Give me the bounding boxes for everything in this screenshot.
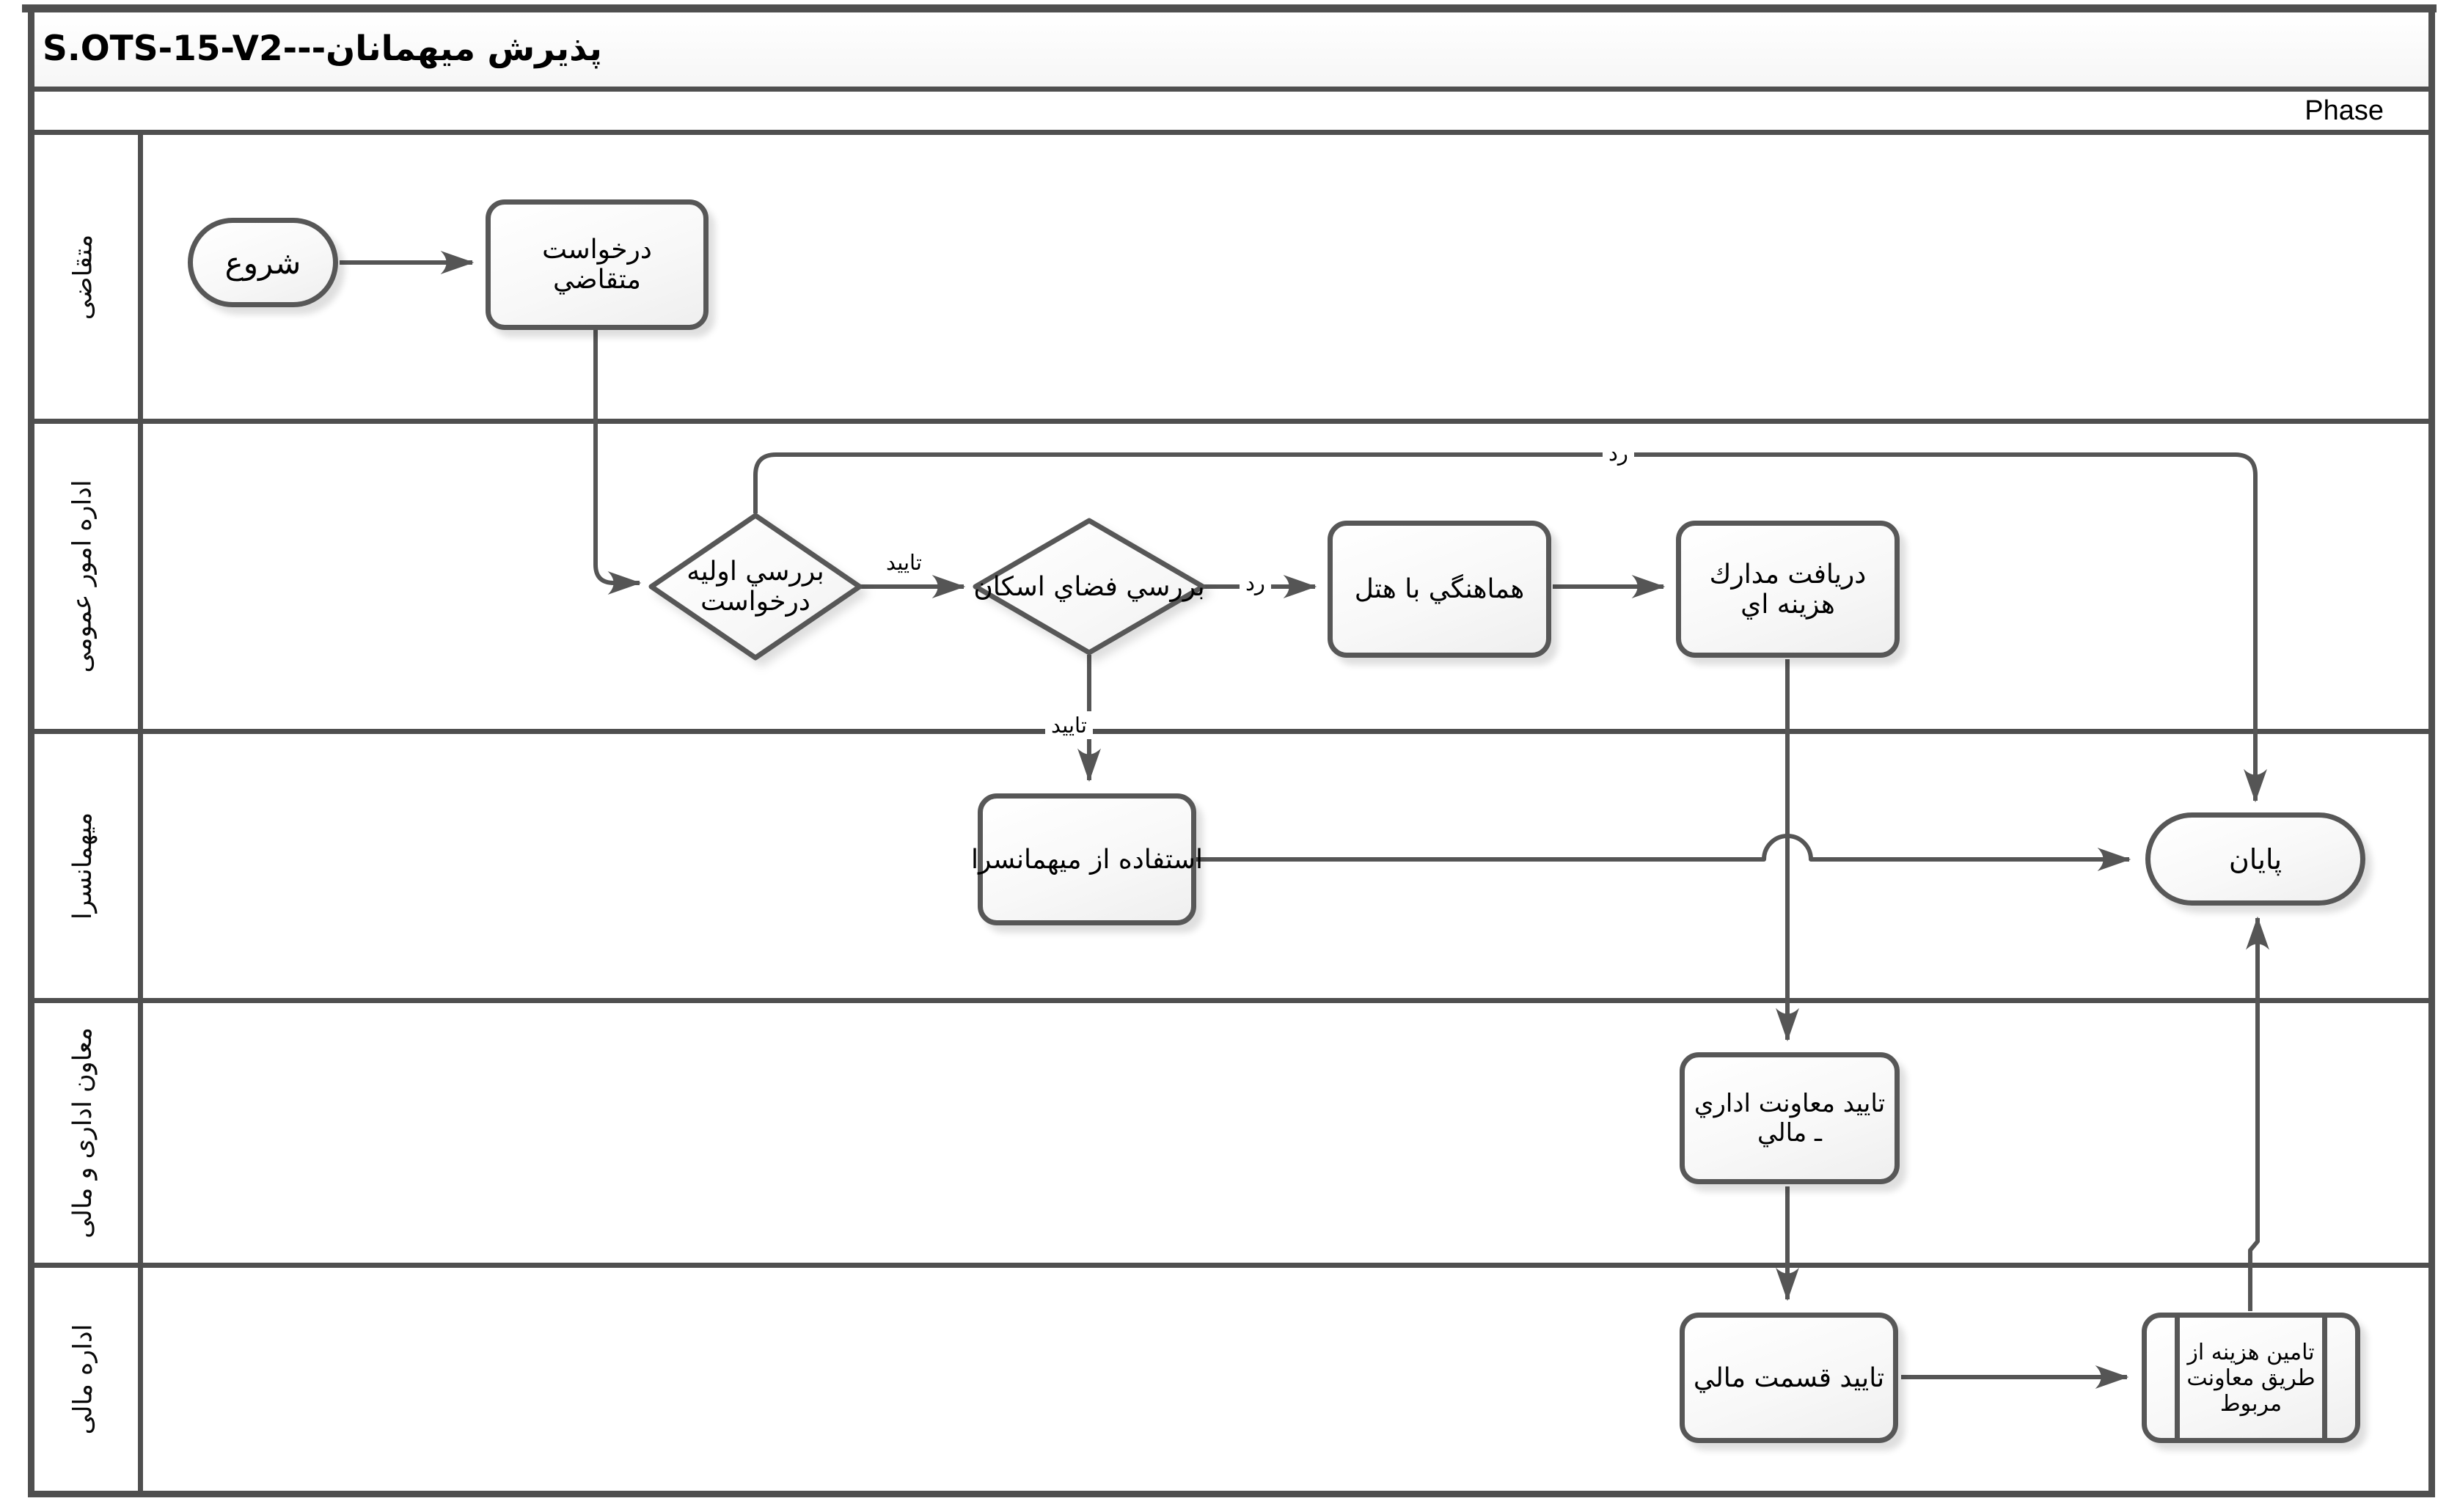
use-guesthouse-label: استفاده از ميهمانسرا xyxy=(971,844,1203,875)
edge-label-reject-top: رد xyxy=(1603,439,1634,467)
funding-via-deputy-node: تامين هزينه از طريق معاونت مربوط xyxy=(2142,1313,2360,1443)
start-node: شروع xyxy=(188,218,338,307)
initial-review-text: بررسي اوليه درخواست xyxy=(687,557,824,617)
hotel-coordination-label: هماهنگي با هتل xyxy=(1354,574,1525,604)
decision-initial-review-shape xyxy=(648,513,863,661)
lane-boundary-4 xyxy=(28,1263,2435,1268)
edge-guesthouse-to-end xyxy=(1196,834,2131,871)
diagram-title: پذيرش ميهمانان---S.OTS-15-V2 xyxy=(43,29,602,69)
initial-review-label: بررسي اوليه درخواست xyxy=(660,526,851,647)
lane-boundary-1 xyxy=(28,419,2435,424)
space-review-label: بررسي فضاي اسكان xyxy=(972,535,1207,638)
finance-section-approval-label: تاييد قسمت مالي xyxy=(1693,1362,1885,1393)
use-guesthouse-node: استفاده از ميهمانسرا xyxy=(971,793,1203,925)
admin-deputy-approval-node: تاييد معاونت اداري ـ مالي xyxy=(1680,1052,1900,1184)
receive-cost-docs-node: دريافت مدارك هزينه اي xyxy=(1676,521,1900,658)
request-label: درخواست متقاضي xyxy=(542,235,652,295)
edge-label-reject-hotel: رد xyxy=(1240,569,1271,597)
request-node: درخواست متقاضي xyxy=(486,199,709,330)
start-label: شروع xyxy=(224,244,301,281)
predefined-process-right-bar xyxy=(2322,1317,2327,1439)
phase-bottom-border xyxy=(28,130,2435,135)
title-bottom-border xyxy=(28,87,2435,92)
admin-deputy-approval-label: تاييد معاونت اداري ـ مالي xyxy=(1694,1089,1886,1148)
funding-via-deputy-label: تامين هزينه از طريق معاونت مربوط xyxy=(2186,1339,2316,1417)
predefined-process-left-bar xyxy=(2175,1317,2180,1439)
lane-label-column-separator xyxy=(138,130,143,1494)
edge-reject-to-end xyxy=(753,452,2267,803)
frame-bottom-border xyxy=(28,1491,2435,1497)
diagram-title-bar xyxy=(34,12,2428,87)
end-label: پايان xyxy=(2228,843,2283,876)
lane-boundary-2 xyxy=(28,729,2435,734)
lane-boundary-3 xyxy=(28,998,2435,1003)
frame-top-border xyxy=(22,4,2437,12)
decision-space-review-shape xyxy=(973,518,1206,656)
frame-right-border xyxy=(2428,4,2435,1497)
end-node: پايان xyxy=(2145,812,2365,906)
edge-request-to-initial-review xyxy=(593,330,642,595)
frame-left-border xyxy=(28,4,34,1497)
finance-section-approval-node: تاييد قسمت مالي xyxy=(1680,1313,1898,1443)
edge-label-approve-down: تاييد xyxy=(1045,711,1093,739)
edge-label-approve-1: تاييد xyxy=(880,548,928,576)
phase-label: Phase xyxy=(2305,95,2384,126)
receive-cost-docs-label: دريافت مدارك هزينه اي xyxy=(1709,559,1867,620)
hotel-coordination-node: هماهنگي با هتل xyxy=(1328,521,1551,658)
edge-funding-to-end xyxy=(2246,916,2269,1311)
space-review-text: بررسي فضاي اسكان xyxy=(973,571,1205,602)
